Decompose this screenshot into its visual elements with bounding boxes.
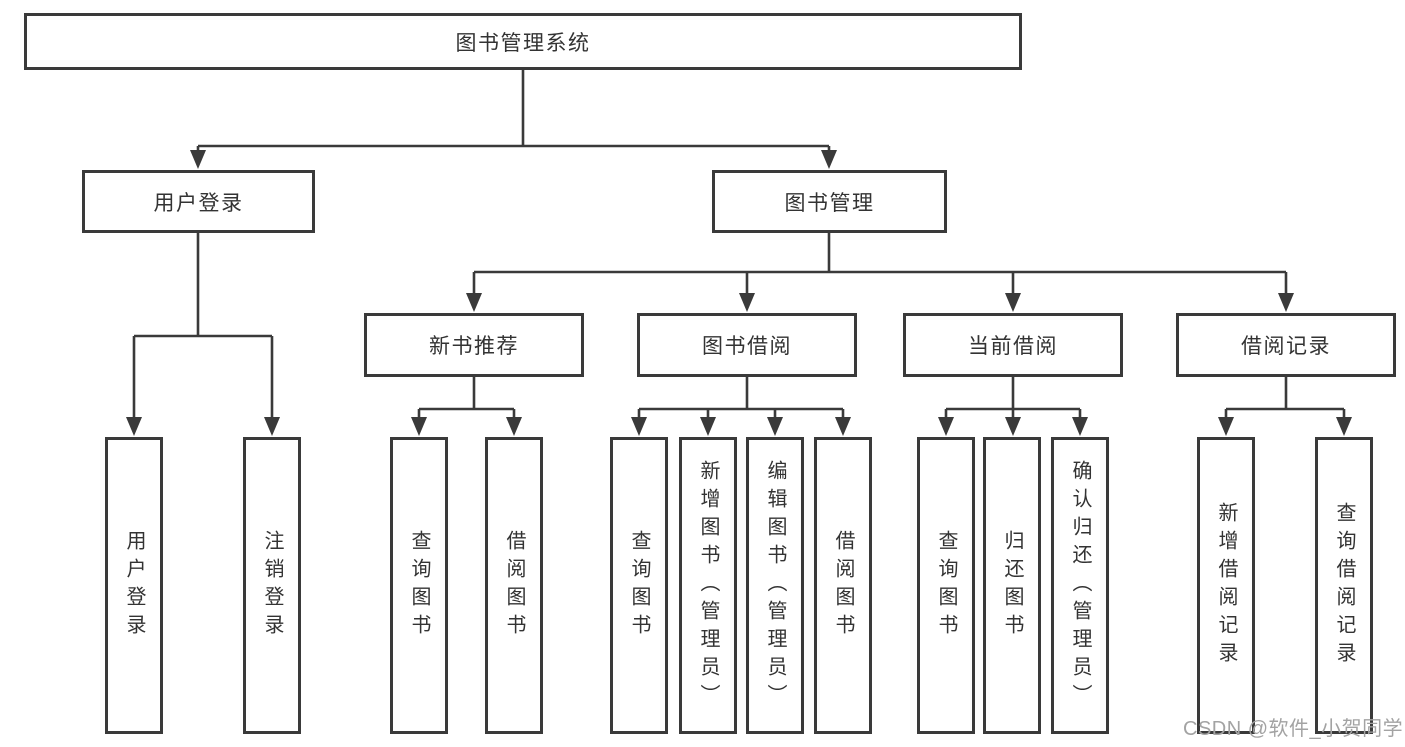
node-label: 新书推荐 <box>429 335 519 358</box>
node-label: 用户登录 <box>123 529 145 642</box>
leaf-add-borrow-record: 新增借阅记录 <box>1197 437 1255 734</box>
node-label: 确认归还（管理员） <box>1069 459 1091 712</box>
node-label: 查询图书 <box>628 529 650 642</box>
node-label: 当前借阅 <box>968 335 1058 358</box>
node-label: 归还图书 <box>1001 529 1023 642</box>
node-label: 查询图书 <box>935 529 957 642</box>
leaf-user-login: 用户登录 <box>105 437 163 734</box>
leaf-query-borrow-record: 查询借阅记录 <box>1315 437 1373 734</box>
leaf-logout: 注销登录 <box>243 437 301 734</box>
leaf-return-books: 归还图书 <box>983 437 1041 734</box>
leaf-query-books-borrowing: 查询图书 <box>610 437 668 734</box>
node-label: 借阅记录 <box>1241 335 1331 358</box>
node-new-book-recommendation: 新书推荐 <box>364 313 584 377</box>
leaf-query-books-current: 查询图书 <box>917 437 975 734</box>
node-user-login: 用户登录 <box>82 170 315 233</box>
leaf-borrow-books-recommend: 借阅图书 <box>485 437 543 734</box>
node-current-borrowing: 当前借阅 <box>903 313 1123 377</box>
node-label: 编辑图书（管理员） <box>764 459 786 712</box>
leaf-edit-books-admin: 编辑图书（管理员） <box>746 437 804 734</box>
leaf-add-books-admin: 新增图书（管理员） <box>679 437 737 734</box>
node-label: 查询图书 <box>408 529 430 642</box>
node-label: 图书借阅 <box>702 335 792 358</box>
node-label: 借阅图书 <box>503 529 525 642</box>
node-book-management: 图书管理 <box>712 170 947 233</box>
node-library-management-system: 图书管理系统 <box>24 13 1022 70</box>
node-label: 注销登录 <box>261 529 283 642</box>
node-label: 新增借阅记录 <box>1215 501 1237 670</box>
node-label: 图书管理 <box>784 191 875 215</box>
leaf-confirm-return-admin: 确认归还（管理员） <box>1051 437 1109 734</box>
csdn-watermark: CSDN @软件_小贺同学 <box>1183 718 1404 740</box>
leaf-borrow-books: 借阅图书 <box>814 437 872 734</box>
node-borrowing-records: 借阅记录 <box>1176 313 1396 377</box>
node-label: 借阅图书 <box>832 529 854 642</box>
node-label: 查询借阅记录 <box>1333 501 1355 670</box>
node-label: 新增图书（管理员） <box>697 459 719 712</box>
node-label: 图书管理系统 <box>455 31 591 55</box>
node-book-borrowing: 图书借阅 <box>637 313 857 377</box>
leaf-query-books-recommend: 查询图书 <box>390 437 448 734</box>
node-label: 用户登录 <box>153 191 244 215</box>
